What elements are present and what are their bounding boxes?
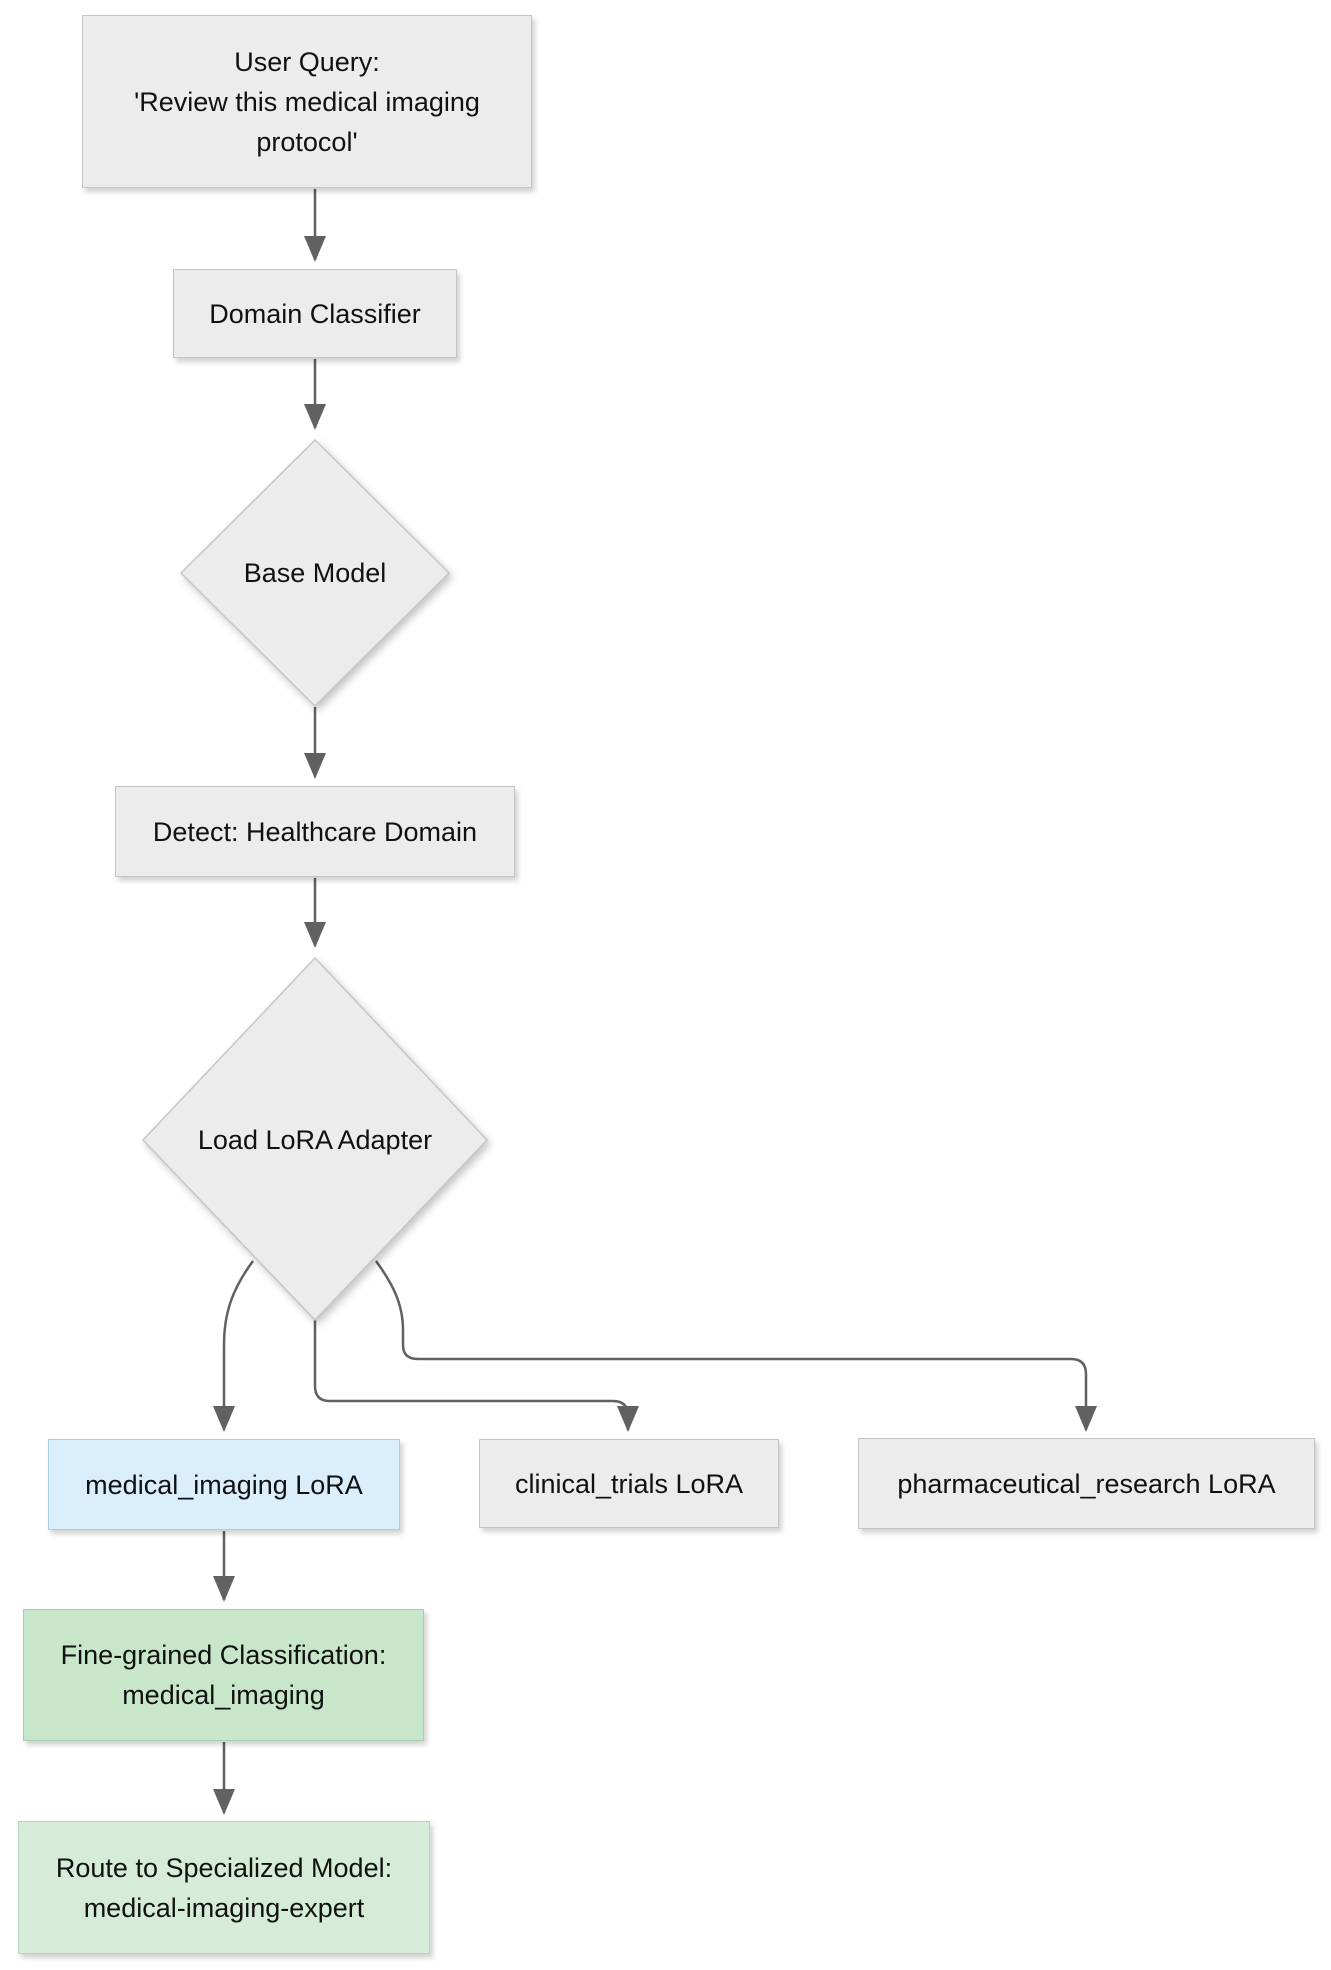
node-user-query-text: protocol'	[256, 126, 358, 157]
diamond-base-model	[179, 438, 451, 708]
node-pharmaceutical-research-lora: pharmaceutical_research LoRA	[858, 1438, 1315, 1529]
node-fine-grained-classification: Fine-grained Classification: medical_ima…	[23, 1609, 424, 1741]
node-clinical-trials-lora: clinical_trials LoRA	[479, 1439, 779, 1528]
node-user-query-text: 'Review this medical imaging	[134, 86, 480, 117]
node-user-query: User Query: 'Review this medical imaging…	[82, 15, 532, 188]
node-route-specialized-model-text: medical-imaging-expert	[83, 1892, 365, 1923]
node-route-specialized-model: Route to Specialized Model: medical-imag…	[18, 1821, 430, 1954]
node-domain-classifier: Domain Classifier	[173, 269, 457, 358]
node-user-query-text: User Query:	[234, 46, 380, 77]
node-medical-imaging-lora-text: medical_imaging LoRA	[85, 1469, 363, 1500]
node-domain-classifier-text: Domain Classifier	[209, 298, 421, 329]
node-detect-healthcare: Detect: Healthcare Domain	[115, 786, 515, 877]
edge-load-lora-to-medical-imaging	[213, 1260, 255, 1432]
node-detect-healthcare-text: Detect: Healthcare Domain	[152, 816, 478, 847]
node-fine-grained-classification-text: medical_imaging	[122, 1680, 325, 1710]
node-pharmaceutical-research-lora-text: pharmaceutical_research LoRA	[897, 1468, 1276, 1499]
node-medical-imaging-lora: medical_imaging LoRA	[48, 1439, 400, 1530]
node-route-specialized-model-text: Route to Specialized Model:	[55, 1852, 393, 1883]
edge-load-lora-to-clinical-trials	[313, 1320, 639, 1432]
node-clinical-trials-lora-text: clinical_trials LoRA	[514, 1468, 744, 1499]
diamond-load-lora-adapter	[141, 956, 489, 1322]
node-fine-grained-classification-text: Fine-grained Classification:	[60, 1640, 387, 1670]
edge-load-lora-to-pharmaceutical	[374, 1260, 1097, 1432]
